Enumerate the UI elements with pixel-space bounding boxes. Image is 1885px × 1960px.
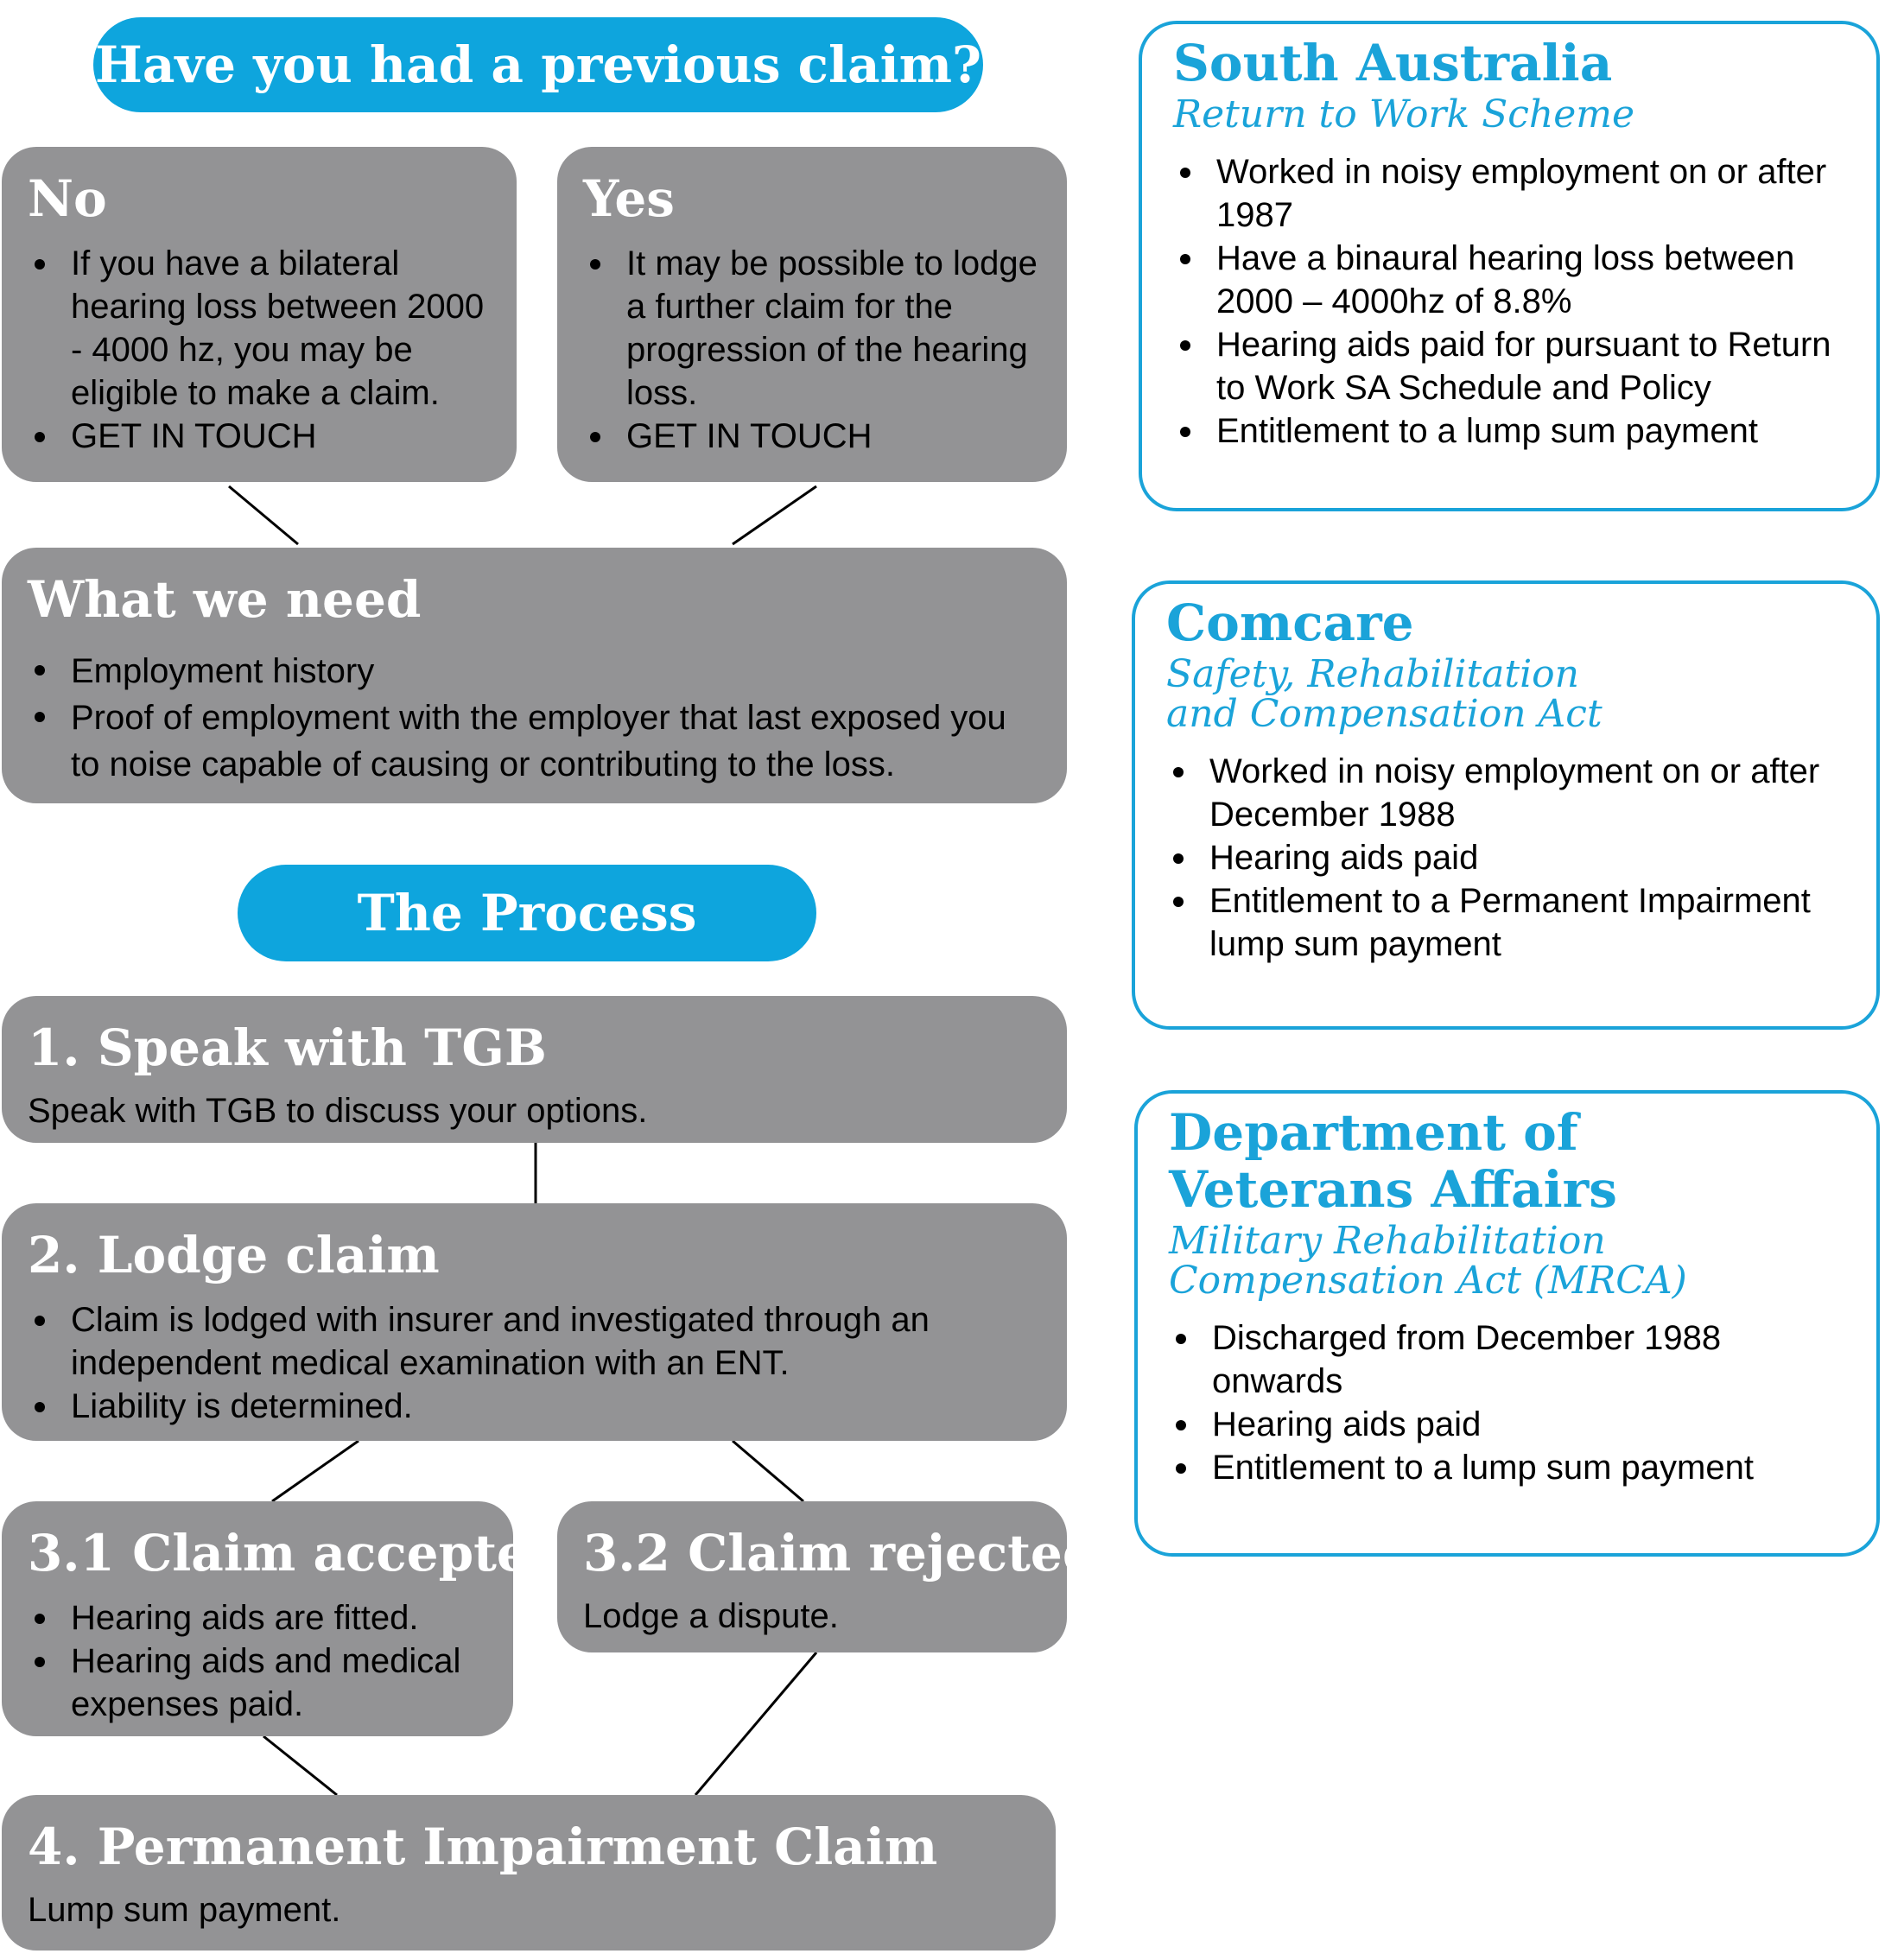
south-australia-list: Worked in noisy employment on or after 1… xyxy=(1173,150,1852,453)
connector-step2-step31 xyxy=(271,1439,359,1503)
list-item: Entitlement to a lump sum payment xyxy=(1173,409,1852,453)
step-4-box: 4. Permanent Impairment Claim Lump sum p… xyxy=(2,1795,1056,1950)
comcare-title: Comcare xyxy=(1166,593,1414,652)
step-4-text: Lump sum payment. xyxy=(28,1891,341,1929)
step-3-1-box: 3.1 Claim accepted Hearing aids are fitt… xyxy=(2,1501,513,1736)
list-item: Claim is lodged with insurer and investi… xyxy=(28,1298,1041,1385)
list-item: GET IN TOUCH xyxy=(28,415,491,458)
list-item: Discharged from December 1988 onwards xyxy=(1169,1316,1852,1403)
step-4-title: 4. Permanent Impairment Claim xyxy=(28,1817,938,1876)
list-item: Worked in noisy employment on or after 1… xyxy=(1173,150,1852,237)
list-item: Worked in noisy employment on or after D… xyxy=(1166,750,1852,836)
step-3-2-text: Lodge a dispute. xyxy=(583,1597,839,1635)
list-item: GET IN TOUCH xyxy=(583,415,1041,458)
list-item: If you have a bilateral hearing loss bet… xyxy=(28,242,491,415)
list-item: Hearing aids are fitted. xyxy=(28,1596,487,1640)
list-item: Hearing aids paid xyxy=(1169,1403,1852,1446)
list-item: Proof of employment with the employer th… xyxy=(28,695,1041,788)
list-item: Employment history xyxy=(28,648,1041,695)
step-1-text: Speak with TGB to discuss your options. xyxy=(28,1092,648,1130)
step-3-1-list: Hearing aids are fitted. Hearing aids an… xyxy=(28,1596,487,1726)
connector-no-need xyxy=(228,485,299,546)
list-item: Have a binaural hearing loss between 200… xyxy=(1173,237,1852,323)
previous-claim-question: Have you had a previous claim? xyxy=(93,17,983,112)
step-3-1-title: 3.1 Claim accepted xyxy=(28,1524,513,1583)
process-title: The Process xyxy=(238,865,816,961)
veterans-affairs-title: Department of Veterans Affairs xyxy=(1169,1103,1617,1219)
step-1-box: 1. Speak with TGB Speak with TGB to disc… xyxy=(2,996,1067,1143)
connector-step32-step4 xyxy=(694,1652,818,1796)
south-australia-box: South Australia Return to Work Scheme Wo… xyxy=(1139,21,1880,511)
list-item: Entitlement to a lump sum payment xyxy=(1169,1446,1852,1489)
list-item: It may be possible to lodge a further cl… xyxy=(583,242,1041,415)
veterans-affairs-list: Discharged from December 1988 onwards He… xyxy=(1169,1316,1852,1489)
step-3-2-box: 3.2 Claim rejected Lodge a dispute. xyxy=(557,1501,1067,1652)
no-title: No xyxy=(28,169,107,228)
yes-list: It may be possible to lodge a further cl… xyxy=(583,242,1041,458)
veterans-affairs-box: Department of Veterans Affairs Military … xyxy=(1134,1090,1880,1557)
list-item: Hearing aids paid xyxy=(1166,836,1852,879)
no-box: No If you have a bilateral hearing loss … xyxy=(2,147,517,482)
comcare-box: Comcare Safety, Rehabilitation and Compe… xyxy=(1132,580,1880,1030)
list-item: Hearing aids and medical expenses paid. xyxy=(28,1640,487,1726)
south-australia-subtitle: Return to Work Scheme xyxy=(1173,92,1635,136)
what-we-need-list: Employment history Proof of employment w… xyxy=(28,648,1041,788)
what-we-need-box: What we need Employment history Proof of… xyxy=(2,548,1067,803)
connector-step31-step4 xyxy=(263,1735,338,1797)
step-1-title: 1. Speak with TGB xyxy=(28,1018,547,1077)
south-australia-title: South Australia xyxy=(1173,34,1613,92)
veterans-affairs-subtitle: Military Rehabilitation Compensation Act… xyxy=(1169,1219,1687,1303)
step-2-list: Claim is lodged with insurer and investi… xyxy=(28,1298,1041,1428)
comcare-list: Worked in noisy employment on or after D… xyxy=(1166,750,1852,966)
connector-yes-need xyxy=(732,485,817,546)
what-we-need-title: What we need xyxy=(28,570,422,629)
yes-title: Yes xyxy=(583,169,675,228)
yes-box: Yes It may be possible to lodge a furthe… xyxy=(557,147,1067,482)
step-2-box: 2. Lodge claim Claim is lodged with insu… xyxy=(2,1203,1067,1441)
list-item: Hearing aids paid for pursuant to Return… xyxy=(1173,323,1852,409)
step-3-2-title: 3.2 Claim rejected xyxy=(583,1524,1067,1583)
list-item: Entitlement to a Permanent Impairment lu… xyxy=(1166,879,1852,966)
comcare-subtitle: Safety, Rehabilitation and Compensation … xyxy=(1166,652,1603,736)
step-2-title: 2. Lodge claim xyxy=(28,1226,440,1284)
no-list: If you have a bilateral hearing loss bet… xyxy=(28,242,491,458)
list-item: Liability is determined. xyxy=(28,1385,1041,1428)
connector-step2-step32 xyxy=(732,1439,804,1503)
